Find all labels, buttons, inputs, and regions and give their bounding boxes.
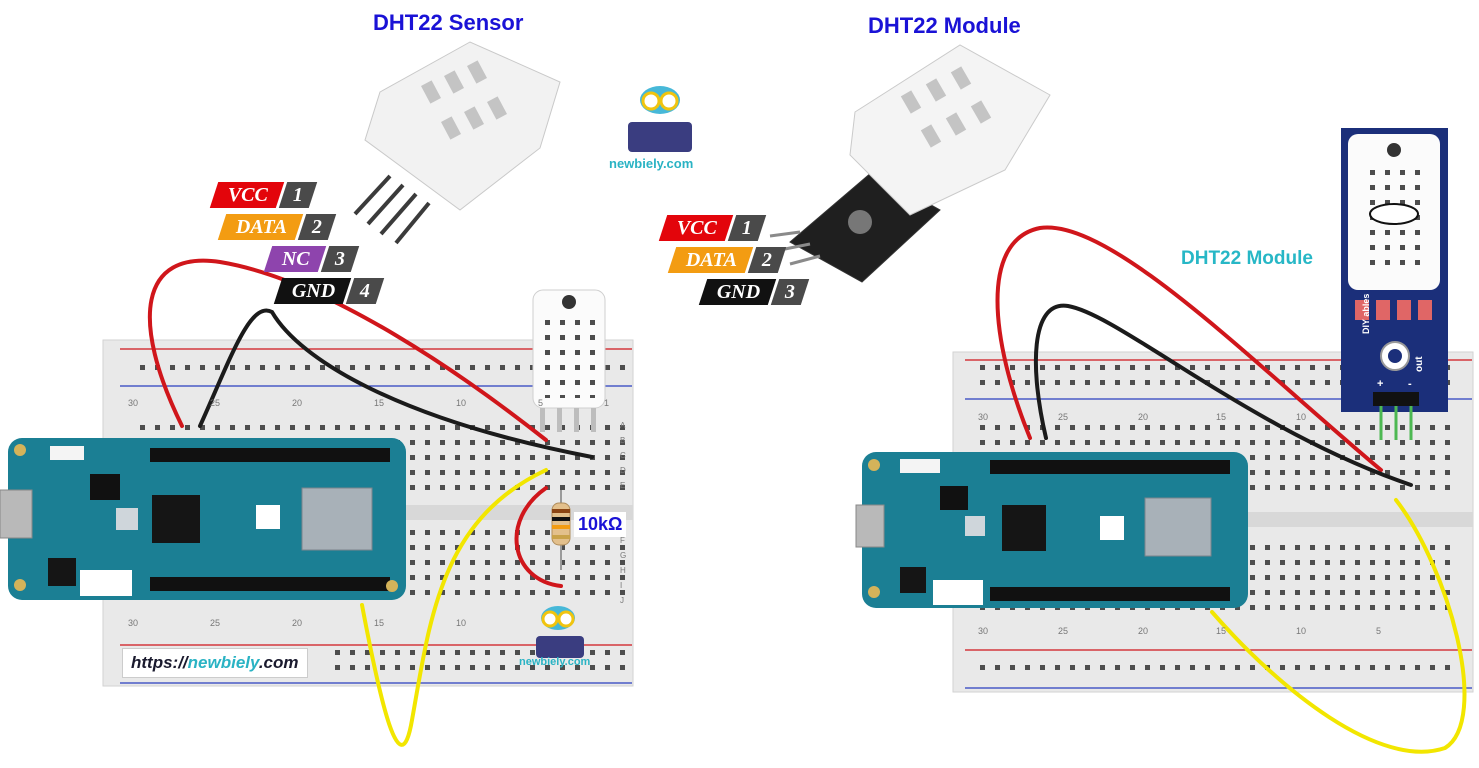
bb-left-bnum-20: 20 [292,618,303,628]
bb-right-num-15: 15 [1216,412,1227,422]
website-url: https://newbiely.com [122,648,308,678]
bb-left-num-15: 15 [374,398,385,408]
bb-right-bnum-25: 25 [1058,626,1069,636]
url-site: newbiely [187,653,259,672]
bb-right-bnum-30: 30 [978,626,989,636]
sensor-pin-number: 2 [297,214,337,240]
module-pin-name: GND [698,279,777,305]
breadboard-dht22-sensor [532,289,606,432]
dht22-sensor-image [353,41,561,245]
newbiely-site-bottom: newbiely.com [519,656,591,668]
module-pin-name: DATA [667,247,754,273]
sensor-pin-data: DATA 2 [217,214,337,240]
module-pin-number: 3 [771,279,810,305]
module-pin-gnd: GND 3 [698,279,810,305]
bb-left-bnum-30: 30 [128,618,139,628]
newbiely-logo-bottom [536,606,584,658]
bb-left-num-25: 25 [210,398,221,408]
bb-left-num-5: 5 [538,398,544,408]
module-plus-label: + [1377,378,1384,390]
row-letter: G [620,551,627,560]
sensor-pin-number: 4 [346,278,385,304]
sensor-pin-name: NC [263,246,327,272]
bb-left-row-letters-top: A B C D E [620,418,630,493]
sensor-pin-nc: NC 3 [263,246,360,272]
newbiely-site-top: newbiely.com [609,156,694,171]
url-suffix: .com [258,653,299,672]
bb-left-bnum-15: 15 [374,618,385,628]
dht22-module-heading: DHT22 Module [868,13,1021,38]
module-pin-number: 2 [747,247,787,273]
row-letter: H [620,566,626,575]
resistor-10k [551,490,571,570]
module-out-label: out [1414,356,1425,372]
module-pin-name: VCC [658,215,734,241]
bb-left-num-30: 30 [128,398,139,408]
module-pin-data: DATA 2 [667,247,787,273]
bb-left-row-letters-bottom: F G H I J [620,533,630,608]
url-prefix: https:// [131,653,188,672]
bb-left-num-20: 20 [292,398,303,408]
resistor-value-label: 10kΩ [574,512,627,537]
bb-right-num-10: 10 [1296,412,1307,422]
row-letter: I [620,581,623,590]
sensor-pin-gnd: GND 4 [273,278,385,304]
sensor-pin-name: DATA [217,214,304,240]
bb-right-bnum-10: 10 [1296,626,1307,636]
row-letter: E [620,481,626,490]
bb-left-num-10: 10 [456,398,467,408]
newbiely-logo-top [628,86,692,152]
bb-left-bnum-25: 25 [210,618,221,628]
left-wires [147,258,594,747]
row-letter: D [620,466,626,475]
left-arduino-board [0,438,406,600]
sensor-pin-vcc: VCC 1 [209,182,318,208]
module-pin-vcc: VCC 1 [658,215,767,241]
dht22-module-image [769,44,1051,283]
bb-right-num-20: 20 [1138,412,1149,422]
bb-right-bnum-20: 20 [1138,626,1149,636]
row-letter: B [620,436,626,445]
module-pin-number: 1 [727,215,767,241]
row-letter: F [620,536,625,545]
row-letter: A [620,421,626,430]
row-letter: C [620,451,626,460]
bb-right-num-30: 30 [978,412,989,422]
dht22-sensor-heading: DHT22 Sensor [373,10,524,35]
bb-right-num-25: 25 [1058,412,1069,422]
right-wires [995,225,1467,754]
right-arduino-board [855,452,1248,608]
sensor-pin-number: 3 [320,246,360,272]
bb-right-bnum-5: 5 [1376,626,1382,636]
module-minus-label: - [1408,378,1412,390]
sensor-pin-name: GND [273,278,352,304]
bb-left-num-1: 1 [604,398,610,408]
module-brand-text: DIY ables [1361,293,1371,334]
sensor-pin-name: VCC [209,182,285,208]
sensor-pin-number: 1 [278,182,318,208]
bb-left-bnum-10: 10 [456,618,467,628]
bb-right-bnum-15: 15 [1216,626,1227,636]
diyables-dht22-module [1341,128,1448,440]
dht22-module-side-label: DHT22 Module [1181,248,1313,269]
row-letter: J [620,596,624,605]
